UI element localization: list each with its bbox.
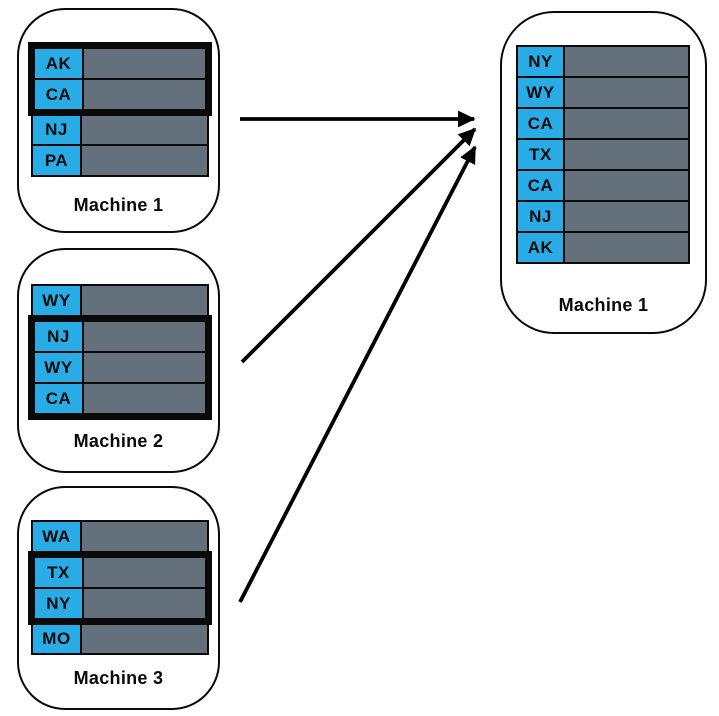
row-key-cell: NJ <box>33 320 84 353</box>
row-key-cell: CA <box>33 382 84 415</box>
machine-2-label: Machine 2 <box>73 431 164 451</box>
row-value-cell <box>82 320 207 353</box>
table-row: NY <box>516 45 690 78</box>
target-machine-container: NY WY CA TX CA NJ <box>500 11 707 334</box>
row-value-cell <box>80 520 209 553</box>
row-key-cell: WY <box>516 76 565 109</box>
row-key-cell: PA <box>31 144 82 177</box>
machine-1-label: Machine 1 <box>73 195 164 215</box>
row-key-cell: WY <box>33 351 84 384</box>
target-machine-table: NY WY CA TX CA NJ <box>516 45 690 264</box>
row-key-cell: NJ <box>31 113 82 146</box>
table-row: NJ <box>516 200 690 233</box>
row-value-cell <box>82 78 207 111</box>
machine-3-label: Machine 3 <box>73 668 164 688</box>
row-value-cell <box>80 622 209 655</box>
row-key-cell: NY <box>516 45 565 78</box>
machine-3-container: WA TX NY MO Machine 3 <box>17 486 220 710</box>
table-row: WY <box>516 76 690 109</box>
table-row: TX <box>33 556 207 589</box>
machine-1-highlight-group: AK CA <box>28 42 212 116</box>
row-value-cell <box>80 144 209 177</box>
table-row: NY <box>33 587 207 620</box>
machine-2-table: WY NJ WY CA <box>28 284 212 420</box>
row-value-cell <box>563 138 690 171</box>
machine-2-highlight-group: NJ WY CA <box>28 315 212 420</box>
row-value-cell <box>82 351 207 384</box>
table-row: AK <box>516 231 690 264</box>
row-key-cell: TX <box>33 556 84 589</box>
row-value-cell <box>563 76 690 109</box>
arrow-machine3-to-target <box>238 145 477 603</box>
table-row: CA <box>516 107 690 140</box>
row-key-cell: AK <box>516 231 565 264</box>
row-key-cell: NY <box>33 587 84 620</box>
table-row: MO <box>31 622 209 655</box>
table-row: CA <box>516 169 690 202</box>
arrow-machine2-to-target <box>240 127 477 364</box>
row-key-cell: NJ <box>516 200 565 233</box>
machine-1-table: AK CA NJ PA <box>28 42 212 177</box>
row-value-cell <box>82 587 207 620</box>
table-row: WY <box>33 351 207 384</box>
row-value-cell <box>563 107 690 140</box>
row-value-cell <box>82 382 207 415</box>
row-key-cell: MO <box>31 622 82 655</box>
row-key-cell: CA <box>516 107 565 140</box>
table-row: CA <box>33 78 207 111</box>
table-row: WA <box>31 520 209 553</box>
table-row: PA <box>31 144 209 177</box>
table-row: TX <box>516 138 690 171</box>
table-row: AK <box>33 47 207 80</box>
row-value-cell <box>563 45 690 78</box>
row-value-cell <box>82 556 207 589</box>
table-row: NJ <box>33 320 207 353</box>
machine-3-highlight-group: TX NY <box>28 551 212 625</box>
row-key-cell: WY <box>31 284 82 317</box>
row-value-cell <box>82 47 207 80</box>
table-row: WY <box>31 284 209 317</box>
row-key-cell: TX <box>516 138 565 171</box>
row-value-cell <box>563 231 690 264</box>
row-value-cell <box>563 200 690 233</box>
row-value-cell <box>80 284 209 317</box>
machine-1-container: AK CA NJ PA Machine 1 <box>17 8 220 233</box>
row-value-cell <box>563 169 690 202</box>
row-key-cell: CA <box>33 78 84 111</box>
table-row: NJ <box>31 113 209 146</box>
target-machine-label: Machine 1 <box>558 295 649 315</box>
row-value-cell <box>80 113 209 146</box>
machine-2-container: WY NJ WY CA Machine 2 <box>17 248 220 473</box>
row-key-cell: WA <box>31 520 82 553</box>
row-key-cell: CA <box>516 169 565 202</box>
table-row: CA <box>33 382 207 415</box>
machine-3-table: WA TX NY MO <box>28 520 212 655</box>
row-key-cell: AK <box>33 47 84 80</box>
